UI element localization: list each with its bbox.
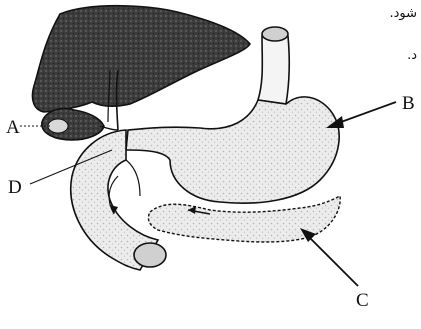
label-a: A (6, 117, 20, 138)
label-c: C (356, 290, 369, 311)
esophagus (258, 27, 289, 104)
stomach (126, 97, 339, 203)
duodenum-opening (134, 243, 166, 267)
label-d: D (8, 177, 22, 198)
label-b: B (402, 93, 415, 114)
arrow-b (326, 102, 396, 128)
arrow-c (300, 228, 358, 286)
